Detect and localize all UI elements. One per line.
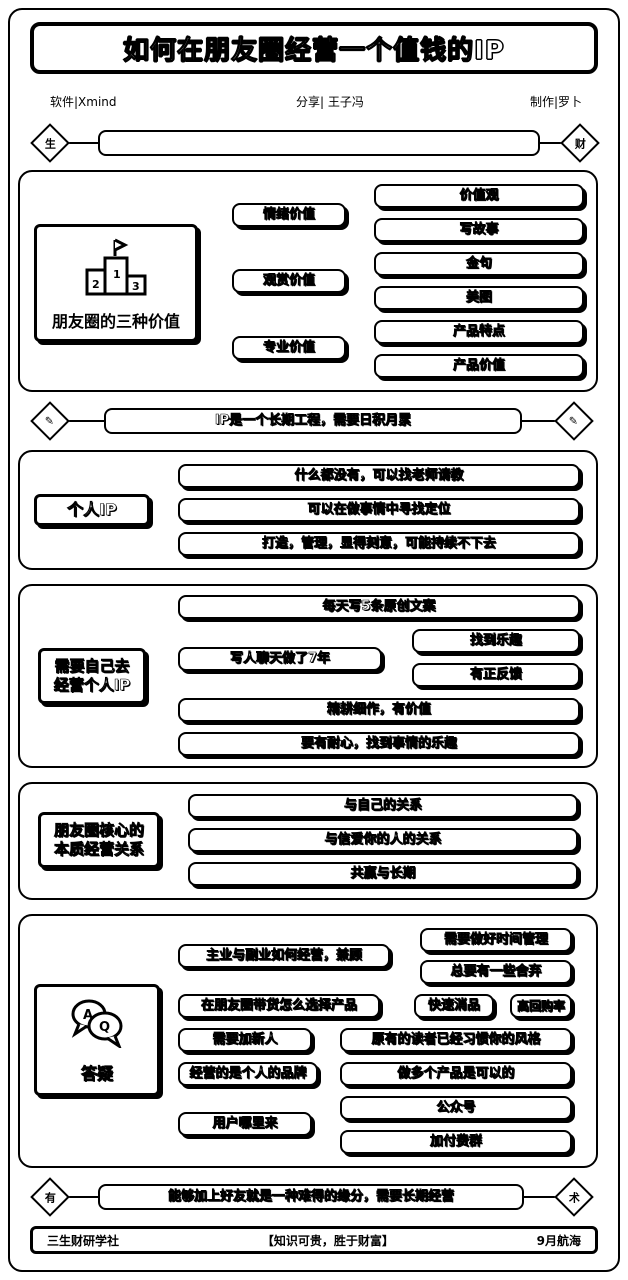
hub-core-line2: 本质经营关系 — [53, 840, 145, 859]
leaf-product-value: 产品价值 — [374, 354, 584, 378]
meta-maker: 制作|罗卜 — [530, 95, 583, 109]
banner-top — [98, 130, 540, 156]
branch-ornamental: 观赏价值 — [232, 269, 346, 293]
q-new-people: 需要加新人 — [178, 1028, 312, 1052]
hub-core-relationship: 朋友圈核心的 本质经营关系 — [38, 812, 160, 868]
svg-text:2: 2 — [92, 278, 100, 291]
hub-personal-ip-label: 个人IP — [67, 499, 117, 519]
a-official-account: 公众号 — [340, 1096, 572, 1120]
meta-software: 软件|Xmind — [50, 95, 117, 109]
a-multiple-products: 做多个产品是可以的 — [340, 1062, 572, 1086]
leaf-find-position: 可以在做事情中寻找定位 — [178, 498, 580, 522]
leaf-refine: 精耕细作，有价值 — [178, 698, 580, 722]
hub-self-operate: 需要自己去 经营个人IP — [38, 648, 146, 704]
leaf-product-feature: 产品特点 — [374, 320, 584, 344]
page-title: 如何在朋友圈经营一个值钱的IP — [30, 22, 598, 74]
leaf-ask-teacher: 什么都没有，可以找老师请教 — [178, 464, 580, 488]
a-reader-style: 原有的读者已经习惯你的风格 — [340, 1028, 572, 1052]
banner-bottom: 能够加上好友就是一种难得的缘分，需要长期经营 — [98, 1184, 524, 1210]
leaf-patience: 要有耐心，找到事情的乐趣 — [178, 732, 580, 756]
a-fast-consumer: 快速消品 — [414, 994, 494, 1018]
a-repurchase: 高回购率 — [510, 994, 572, 1018]
hub-personal-ip: 个人IP — [34, 494, 150, 526]
svg-text:1: 1 — [113, 268, 121, 281]
svg-text:A: A — [83, 1008, 93, 1023]
leaf-win-win: 共赢与长期 — [188, 862, 578, 886]
leaf-positive-feedback: 有正反馈 — [412, 663, 580, 687]
page-frame — [8, 8, 620, 1272]
svg-text:Q: Q — [99, 1020, 110, 1035]
leaf-deliberate: 打造，管理，显得刻意，可能持续不下去 — [178, 532, 580, 556]
leaf-story: 写故事 — [374, 218, 584, 242]
banner-mid: IP是一个长期工程，需要日积月累 — [104, 408, 522, 434]
footer-right: 9月航海 — [536, 1233, 581, 1248]
hub-qa: A Q 答疑 — [34, 984, 160, 1096]
a-paid-group: 加付费群 — [340, 1130, 572, 1154]
branch-professional: 专业价值 — [232, 336, 346, 360]
podium-icon: 1 2 3 — [85, 238, 147, 296]
hub-three-values-label: 朋友圈的三种价值 — [51, 311, 180, 331]
a-time-management: 需要做好时间管理 — [420, 928, 572, 952]
branch-emotion: 情绪价值 — [232, 203, 346, 227]
hub-three-values: 1 2 3 朋友圈的三种价值 — [34, 224, 198, 342]
meta-share: 分享| 王子冯 — [296, 95, 364, 109]
leaf-self-relation: 与自己的关系 — [188, 794, 578, 818]
leaf-find-fun: 找到乐趣 — [412, 629, 580, 653]
q-user-source: 用户哪里来 — [178, 1112, 312, 1136]
leaf-quote: 金句 — [374, 252, 584, 276]
leaf-trust-relation: 与信爱你的人的关系 — [188, 828, 578, 852]
hub-core-line1: 朋友圈核心的 — [53, 820, 145, 839]
q-choose-product: 在朋友圈带货怎么选择产品 — [178, 994, 380, 1018]
hub-self-operate-line2: 经营个人IP — [53, 676, 131, 695]
leaf-values: 价值观 — [374, 184, 584, 208]
leaf-daily-copy: 每天写5条原创文案 — [178, 595, 580, 619]
hub-self-operate-line1: 需要自己去 — [54, 656, 130, 675]
qa-chat-icon: A Q — [71, 999, 123, 1048]
hub-qa-label: 答疑 — [80, 1063, 114, 1083]
footer-left: 三生财研学社 — [47, 1233, 120, 1248]
a-give-up: 总要有一些舍弃 — [420, 960, 572, 984]
footer-mid: 【知识可贵，胜于财富】 — [261, 1233, 394, 1248]
footer-bar: 三生财研学社 【知识可贵，胜于财富】 9月航海 — [30, 1226, 598, 1254]
leaf-photo: 美图 — [374, 286, 584, 310]
q-main-side-job: 主业与副业如何经营，兼顾 — [178, 944, 390, 968]
svg-text:3: 3 — [132, 280, 140, 293]
leaf-seven-years: 写人聊天做了7年 — [178, 647, 382, 671]
q-personal-brand: 经营的是个人的品牌 — [178, 1062, 318, 1086]
